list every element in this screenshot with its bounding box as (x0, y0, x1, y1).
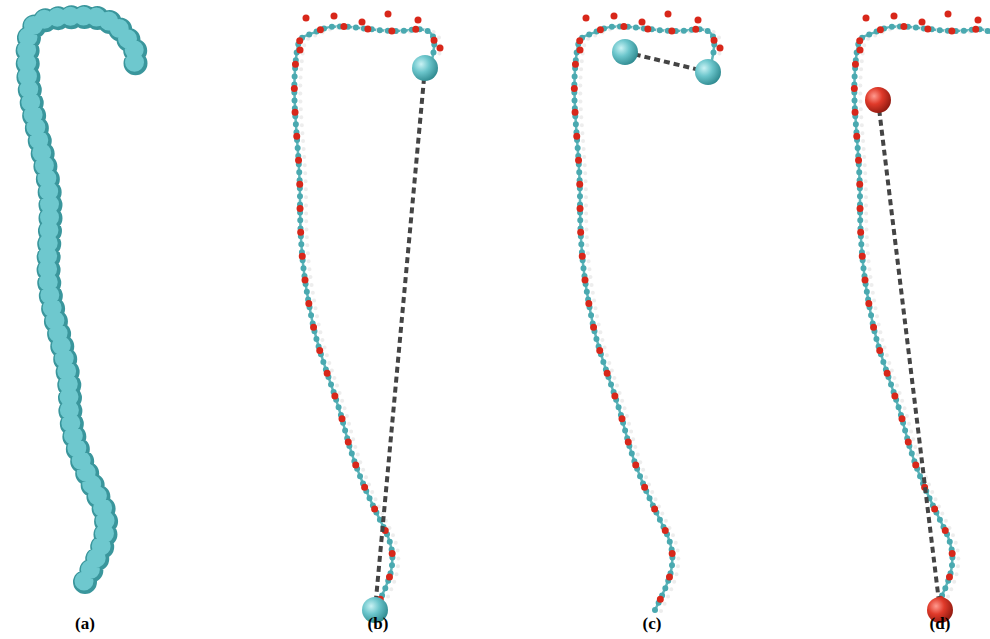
panel-label: (a) (75, 614, 95, 634)
panel-label: (d) (930, 614, 951, 634)
panel-label: (b) (368, 614, 389, 634)
panel-label: (c) (643, 614, 662, 634)
